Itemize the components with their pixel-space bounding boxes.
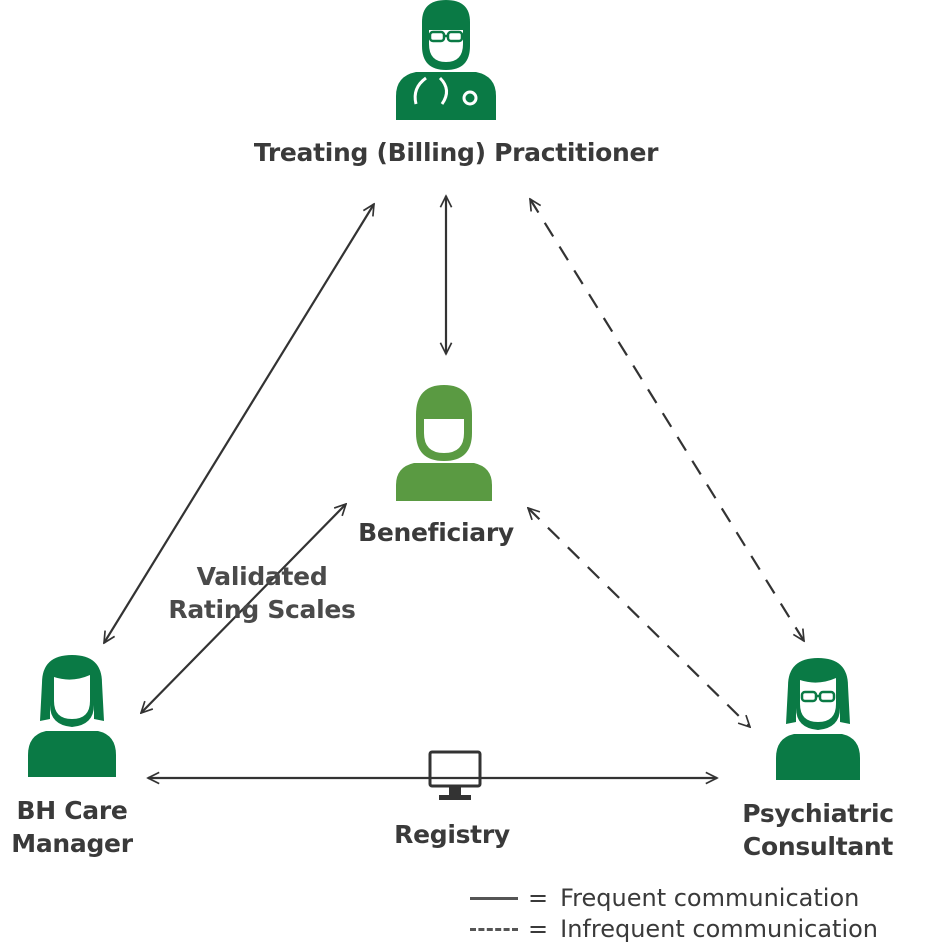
- care-manager-icon: [28, 655, 116, 777]
- legend-infrequent: = Infrequent communication: [470, 914, 878, 944]
- arrow-beneficiary-care-manager: [141, 504, 346, 713]
- doctor-icon: [396, 0, 496, 120]
- legend-equals: =: [528, 884, 549, 912]
- legend-equals-2: =: [528, 915, 549, 943]
- rating-scales-label: Validated Rating Scales: [168, 560, 356, 626]
- consultant-icon: [776, 658, 860, 780]
- rating-scales-line2: Rating Scales: [168, 595, 356, 624]
- dashed-line-sample: [470, 927, 518, 931]
- care-manager-label-line1: BH Care: [16, 796, 128, 825]
- patient-icon: [396, 385, 492, 501]
- registry-label: Registry: [394, 820, 510, 849]
- care-manager-label-line2: Manager: [11, 829, 133, 858]
- computer-monitor-icon: [428, 750, 482, 800]
- beneficiary-label: Beneficiary: [358, 518, 514, 547]
- rating-scales-line1: Validated: [196, 562, 328, 591]
- consultant-label: Psychiatric Consultant: [742, 797, 894, 863]
- legend-frequent-text: Frequent communication: [560, 884, 860, 912]
- legend-infrequent-text: Infrequent communication: [560, 915, 879, 943]
- arrow-beneficiary-consultant-dashed: [528, 508, 750, 727]
- arrow-practitioner-consultant-dashed: [530, 199, 804, 641]
- legend-frequent: = Frequent communication: [470, 883, 859, 913]
- consultant-label-line2: Consultant: [742, 832, 894, 861]
- practitioner-label: Treating (Billing) Practitioner: [253, 138, 659, 167]
- solid-line-sample: [470, 896, 518, 900]
- care-manager-label: BH Care Manager: [11, 794, 133, 860]
- consultant-label-line1: Psychiatric: [742, 799, 894, 828]
